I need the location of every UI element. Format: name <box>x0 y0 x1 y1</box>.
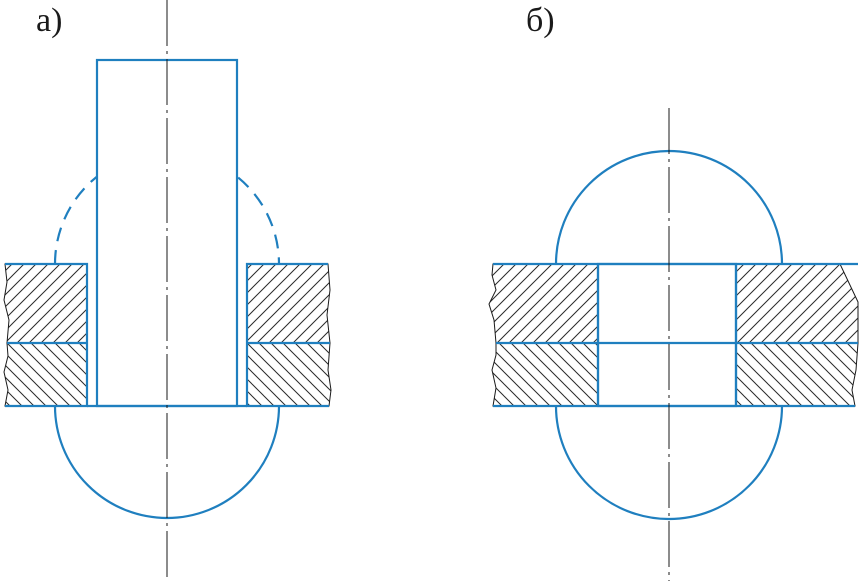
rivet-head-b <box>554 405 784 521</box>
plate-a-left-outline <box>5 262 89 408</box>
plate-a-right-outline <box>245 262 329 408</box>
panel-b <box>488 108 859 581</box>
plate-a-left-top <box>3 263 88 344</box>
panel-a-label: а) <box>36 2 63 39</box>
plate-a-left-bottom <box>3 342 88 407</box>
closing-head-dashed <box>53 150 281 265</box>
plate-a-right-bottom <box>246 342 332 407</box>
rivet-body-b <box>596 262 738 408</box>
plate-b-right-bottom <box>735 342 859 407</box>
plate-a-right-top <box>246 263 331 344</box>
plate-b-left-bottom <box>491 342 599 407</box>
plate-b-left-top <box>488 263 599 344</box>
plate-b-right-top <box>735 263 859 344</box>
panel-a <box>3 0 332 581</box>
panel-b-label: б) <box>526 2 555 39</box>
